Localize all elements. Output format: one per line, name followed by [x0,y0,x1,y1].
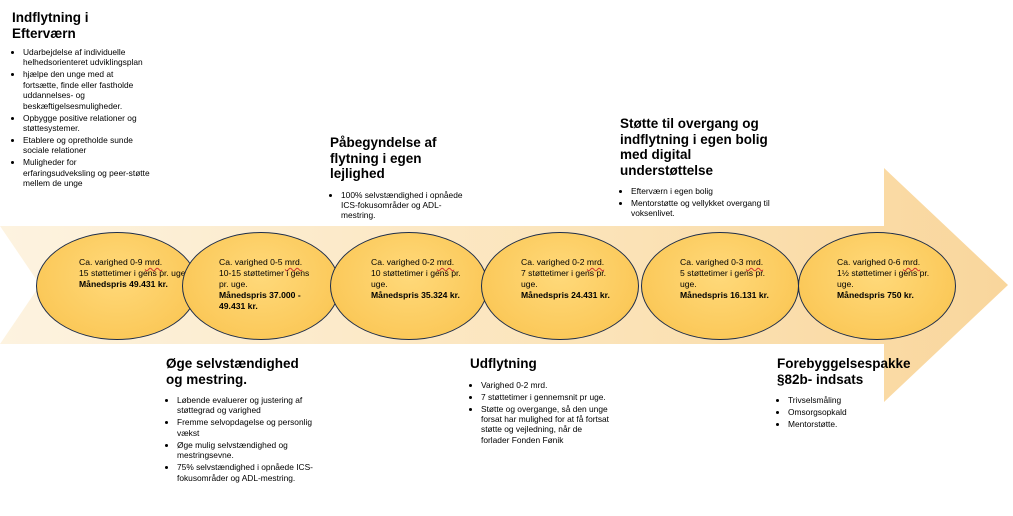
hours-text: 10 støttetimer i gens pr. uge. [371,268,461,289]
duration-line: Ca. varighed 0-2 mrd. [371,257,471,268]
block-title: Påbegyndelse af flytning i egen lejlighe… [330,135,437,181]
bullet-list: Løbende evaluerer og justering af støtte… [166,395,314,483]
duration-unit: mrd. [144,257,163,267]
list-item: Udarbejdelse af individuelle helhedsorie… [23,47,150,68]
duration-line: Ca. varighed 0-9 mrd. [79,257,189,268]
bullet-list: Udarbejdelse af individuelle helhedsorie… [12,47,150,189]
phase-circle-1: Ca. varighed 0-9 mrd. 15 støttetimer i g… [36,232,198,340]
duration-line: Ca. varighed 0-2 mrd. [521,257,621,268]
price-value: 49.431 kr. [129,279,168,289]
phase-circle-5: Ca. varighed 0-3 mrd. 5 støttetimer i ge… [641,232,799,340]
price-line: Månedspris 49.431 kr. [79,279,189,290]
phase-circle-4: Ca. varighed 0-2 mrd. 7 støttetimer i ge… [481,232,639,340]
duration-unit: mrd. [284,257,303,267]
duration-line: Ca. varighed 0-3 mrd. [680,257,780,268]
price-label: Månedspris [371,290,419,300]
duration-unit: mrd. [902,257,921,267]
list-item: Mentorstøtte og vellykket overgang til v… [631,198,770,219]
price-line: Månedspris 750 kr. [837,290,941,301]
price-label: Månedspris [680,290,728,300]
list-item: hjælpe den unge med at fortsætte, finde … [23,69,150,111]
duration-text: Ca. varighed 0-2 [521,257,587,267]
hours-text: 1½ støttetimer i gens pr. uge. [837,268,930,289]
duration-text: Ca. varighed 0-2 [371,257,437,267]
price-line: Månedspris 37.000 - 49.431 kr. [219,290,315,312]
price-label: Månedspris [219,290,267,300]
duration-unit: mrd. [586,257,605,267]
bullet-list: Efterværn i egen bolig Mentorstøtte og v… [620,186,770,219]
block-indflytning: Indflytning i Efterværn Udarbejdelse af … [12,10,150,190]
price-label: Månedspris [837,290,885,300]
phase-circle-2: Ca. varighed 0-5 mrd. 10-15 støttetimer … [182,232,340,340]
duration-unit: mrd. [436,257,455,267]
block-title: Udflytning [470,356,537,371]
bullet-list: Varighed 0-2 mrd. 7 støttetimer i gennem… [470,380,610,446]
phase-circle-3: Ca. varighed 0-2 mrd. 10 støttetimer i g… [330,232,488,340]
price-value: 35.324 kr. [421,290,460,300]
block-title: Indflytning i Efterværn [12,10,89,41]
list-item: Omsorgsopkald [788,407,917,417]
price-line: Månedspris 24.431 kr. [521,290,621,301]
block-title: Forebyggelsespakke §82b- indsats [777,356,911,387]
duration-text: Ca. varighed 0-9 [79,257,145,267]
price-value: 24.431 kr. [571,290,610,300]
list-item: Varighed 0-2 mrd. [481,380,610,390]
list-item: Løbende evaluerer og justering af støtte… [177,395,314,416]
duration-line: Ca. varighed 0-5 mrd. [219,257,315,268]
phase-circle-6: Ca. varighed 0-6 mrd. 1½ støttetimer i g… [798,232,956,340]
price-value: 16.131 kr. [730,290,769,300]
price-line: Månedspris 16.131 kr. [680,290,780,301]
price-label: Månedspris [79,279,127,289]
block-udflytning: Udflytning Varighed 0-2 mrd. 7 støttetim… [470,356,610,447]
price-value: 37.000 - 49.431 kr. [219,290,301,311]
list-item: 7 støttetimer i gennemsnit pr uge. [481,392,610,402]
block-title: Øge selvstændighed og mestring. [166,356,299,387]
hours-text: 7 støttetimer i gens pr. uge. [521,268,607,289]
duration-text: Ca. varighed 0-6 [837,257,903,267]
duration-unit: mrd. [745,257,764,267]
list-item: Muligheder for erfaringsudveksling og pe… [23,157,150,188]
block-title: Støtte til overgang og indflytning i ege… [620,116,768,178]
list-item: Opbygge positive relationer og støttesys… [23,113,150,134]
list-item: Fremme selvopdagelse og personlig vækst [177,417,314,438]
list-item: Trivselsmåling [788,395,917,405]
list-item: 75% selvstændighed i opnåede ICS-fokusom… [177,462,314,483]
list-item: Støtte og overgange, så den unge forsat … [481,404,610,446]
block-forebyggelsespakke: Forebyggelsespakke §82b- indsats Trivsel… [777,356,917,431]
hours-text: 5 støttetimer i gens pr. uge. [680,268,766,289]
block-paabegyndelse: Påbegyndelse af flytning i egen lejlighe… [330,135,470,222]
hours-text: 15 støttetimer i gens pr. uge. [79,268,188,278]
price-value: 750 kr. [887,290,914,300]
duration-text: Ca. varighed 0-3 [680,257,746,267]
list-item: Efterværn i egen bolig [631,186,770,196]
duration-text: Ca. varighed 0-5 [219,257,285,267]
price-line: Månedspris 35.324 kr. [371,290,471,301]
block-oege-selvstaendighed: Øge selvstændighed og mestring. Løbende … [166,356,314,485]
bullet-list: Trivselsmåling Omsorgsopkald Mentorstøtt… [777,395,917,429]
hours-text: 10-15 støttetimer i gens pr. uge. [219,268,310,289]
list-item: Mentorstøtte. [788,419,917,429]
duration-line: Ca. varighed 0-6 mrd. [837,257,941,268]
price-label: Månedspris [521,290,569,300]
list-item: Etablere og opretholde sunde sociale rel… [23,135,150,156]
block-stoette-overgang: Støtte til overgang og indflytning i ege… [620,116,770,220]
bullet-list: 100% selvstændighed i opnåede ICS-fokuso… [330,190,470,221]
list-item: 100% selvstændighed i opnåede ICS-fokuso… [341,190,470,221]
list-item: Øge mulig selvstændighed og mestringsevn… [177,440,314,461]
